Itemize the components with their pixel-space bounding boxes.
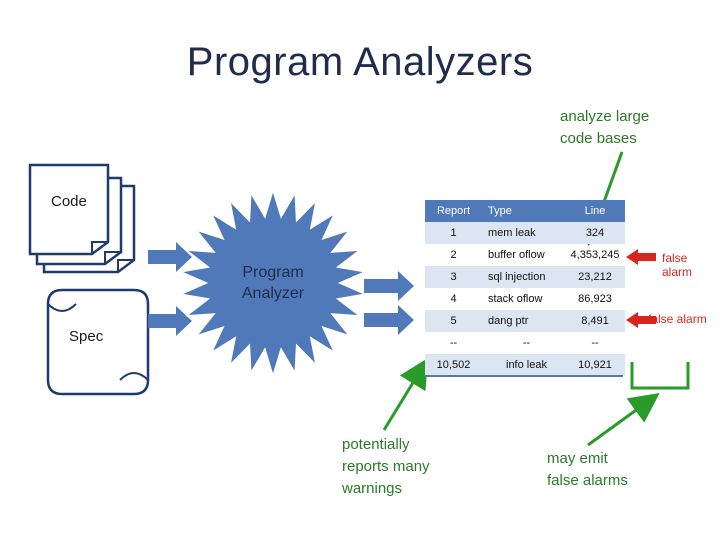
- program-analyzer-starburst-icon: [179, 189, 367, 377]
- cell-line: 23,212: [565, 266, 625, 288]
- cell-report: 1: [425, 222, 482, 244]
- false-alarms-line2: false alarms: [547, 472, 628, 489]
- input-arrows: [148, 242, 192, 336]
- analyze-large-line1: analyze large: [560, 108, 650, 125]
- program-analyzer-label: Program Analyzer: [228, 262, 318, 304]
- code-document-stack-icon: [28, 163, 136, 274]
- analyze-large-note: analyze large code bases: [560, 106, 649, 150]
- cell-line: 8,491: [565, 310, 625, 332]
- header-line: Line: [565, 200, 625, 222]
- cell-line: --: [591, 337, 599, 349]
- cell-line: 324: [565, 222, 625, 244]
- table-row: 4 stack oflow 86,923: [425, 288, 625, 310]
- table-bottom-border: [425, 375, 623, 377]
- program-analyzer-line2: Analyzer: [241, 285, 305, 302]
- table-row: 3 sql injection 23,212: [425, 266, 625, 288]
- table-row: 5 dang ptr 8,491: [425, 310, 625, 332]
- program-analyzer-line1: Program: [242, 264, 304, 281]
- header-type: Type: [482, 200, 565, 222]
- cell-type: buffer oflow: [488, 249, 545, 261]
- table-header-row: Report Type Line: [425, 200, 625, 222]
- code-label: Code: [51, 193, 87, 210]
- cell-line: 10,921: [565, 354, 625, 376]
- cell-report: --: [449, 337, 458, 349]
- analyze-large-line2: code bases: [560, 130, 637, 147]
- red-arrows: [626, 249, 656, 328]
- cell-type: sql injection: [482, 266, 565, 288]
- spec-scroll-icon: [46, 288, 150, 396]
- warning-report-table: Report Type Line 1 mem leak 324 2 buffer…: [425, 200, 625, 376]
- many-warnings-line2: reports many: [342, 458, 430, 475]
- cell-report: 3: [425, 266, 482, 288]
- cell-report: 4: [450, 293, 457, 305]
- green-bracket: [630, 362, 690, 390]
- false-alarm-label-2: false alarm: [648, 312, 707, 326]
- table-row: 2 buffer oflow 4,353,245: [425, 244, 625, 266]
- cell-report: 10,502: [425, 354, 482, 376]
- cell-type: dang ptr: [482, 310, 565, 332]
- cell-type: stack oflow: [488, 293, 543, 305]
- table-row: 10,502 info leak 10,921: [425, 354, 625, 376]
- cell-report: 5: [425, 310, 482, 332]
- many-warnings-line1: potentially: [342, 436, 410, 453]
- cell-type: --: [522, 337, 531, 349]
- many-warnings-line3: warnings: [342, 480, 403, 497]
- cell-line: 4,353,245: [570, 249, 620, 261]
- many-warnings-note: potentially reports many warnings: [342, 434, 430, 500]
- cell-type: mem leak: [482, 222, 565, 244]
- cell-type: info leak: [482, 354, 565, 376]
- table-row: 1 mem leak 324: [425, 222, 625, 244]
- header-report: Report: [425, 200, 482, 222]
- page-title: Program Analyzers: [186, 40, 534, 84]
- table-row: -- -- --: [425, 332, 625, 354]
- output-arrows: [364, 271, 414, 335]
- spec-label: Spec: [69, 328, 104, 345]
- cell-report: 2: [450, 249, 457, 261]
- false-alarms-note: may emit false alarms: [547, 448, 628, 492]
- false-alarm-label-1: false alarm: [662, 251, 693, 279]
- false-alarms-line1: may emit: [547, 450, 608, 467]
- cell-line: 86,923: [578, 293, 612, 305]
